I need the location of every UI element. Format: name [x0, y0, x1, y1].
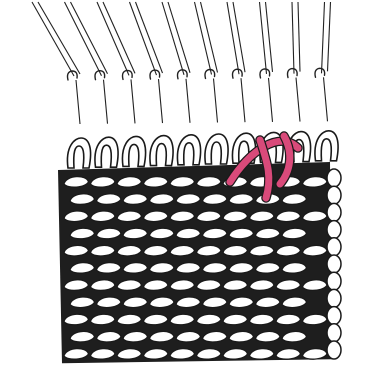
needle-hook	[288, 69, 298, 78]
selvedge-loop	[327, 169, 341, 187]
needle-hook	[178, 70, 188, 79]
needle-shaft	[136, 2, 163, 73]
needle-shaft	[38, 2, 80, 74]
needle-stem	[131, 79, 135, 123]
needle-stem	[104, 80, 108, 124]
needle-hook	[205, 70, 215, 79]
needle-shaft	[260, 2, 267, 74]
live-loop	[177, 135, 200, 165]
needle-stem	[269, 78, 273, 122]
selvedge-loop	[327, 289, 341, 307]
live-loop	[122, 136, 145, 166]
live-loop	[95, 137, 118, 167]
needle-shaft	[130, 2, 157, 75]
needle-shaft	[65, 2, 102, 76]
live-loop	[150, 136, 173, 166]
selvedge-loop	[327, 255, 341, 273]
needle-shaft	[266, 2, 273, 72]
needle-shaft	[168, 2, 190, 73]
selvedge-loop	[327, 203, 341, 221]
needle-stem	[214, 79, 218, 123]
needle-stem	[159, 79, 163, 123]
knitted-fabric	[58, 162, 341, 363]
live-loop	[67, 138, 90, 168]
selvedge-loop	[327, 307, 341, 325]
selvedge-loop	[327, 186, 341, 204]
selvedge-loop	[327, 221, 341, 239]
needle-hook	[260, 69, 270, 78]
needle-stem	[186, 79, 190, 123]
machine-needles	[32, 2, 331, 124]
needle-shaft	[162, 2, 184, 75]
needle-shaft	[32, 2, 74, 76]
live-loop	[205, 134, 228, 164]
needle-stem	[324, 77, 328, 121]
needle-shaft	[103, 2, 135, 73]
needle-shaft	[227, 2, 239, 74]
needle-shaft	[292, 2, 294, 74]
needle-shaft	[328, 2, 331, 71]
selvedge-loop	[327, 238, 341, 256]
selvedge-loop	[327, 324, 341, 342]
needle-stem	[76, 80, 80, 124]
needle-shaft	[298, 2, 300, 72]
needle-shaft	[322, 2, 325, 73]
live-loop	[315, 131, 338, 161]
selvedge-loop	[327, 272, 341, 290]
needle-stem	[241, 78, 245, 122]
needle-shaft	[97, 2, 129, 75]
needle-hook	[233, 69, 243, 78]
needle-hook	[315, 68, 325, 77]
needle-stem	[296, 78, 300, 122]
needle-shaft	[233, 2, 245, 72]
selvedge-loop	[327, 341, 341, 359]
